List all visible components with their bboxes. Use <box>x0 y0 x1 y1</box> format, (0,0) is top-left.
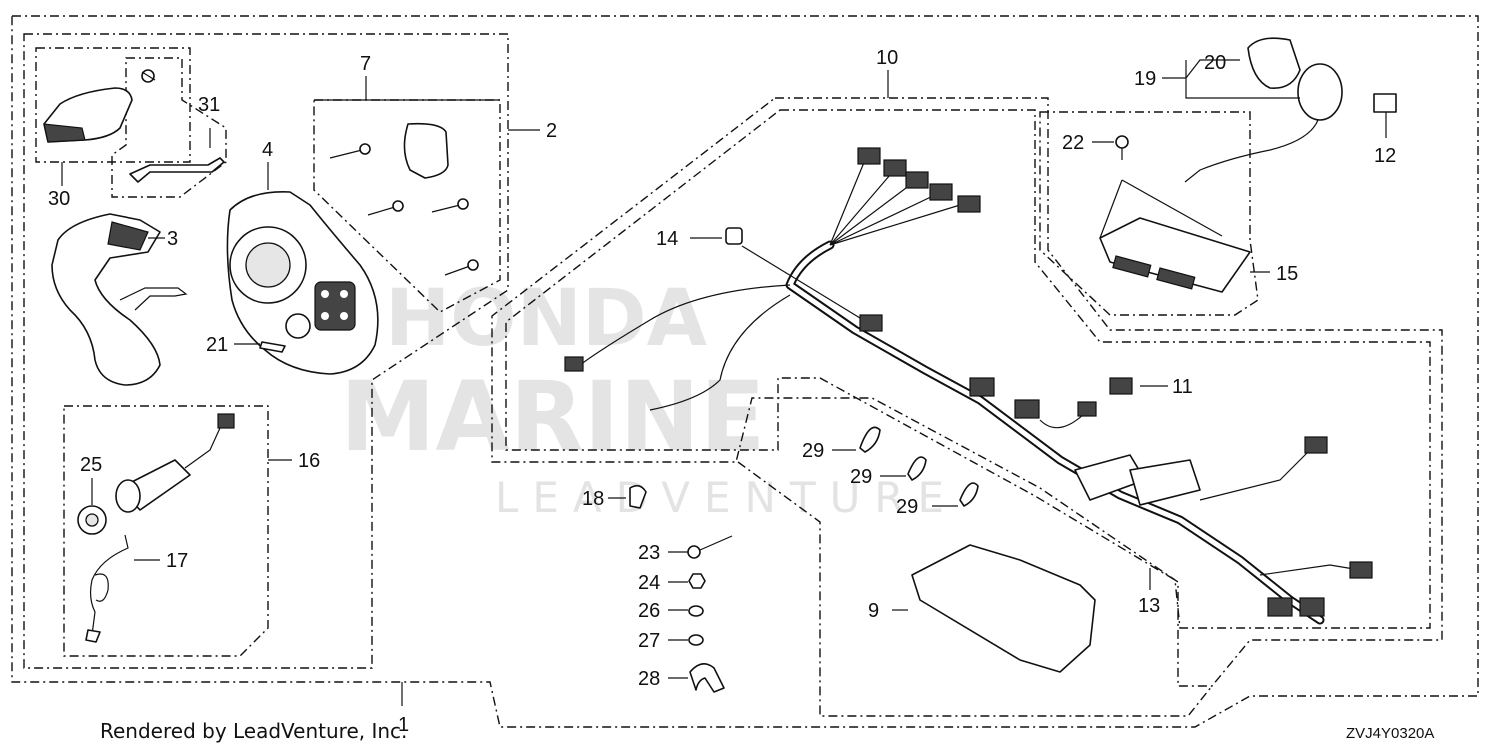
nut-part-24 <box>688 573 706 589</box>
group-frame-16 <box>63 405 269 657</box>
callout-15: 15 <box>1276 263 1298 285</box>
callout-19: 19 <box>1134 68 1156 90</box>
callout-16: 16 <box>298 450 320 472</box>
callout-23: 23 <box>638 542 660 564</box>
callout-3: 3 <box>167 228 178 250</box>
watermark-line3: LEADVENTURE <box>495 473 958 522</box>
group-frame-13 <box>505 109 1431 629</box>
callout-26: 26 <box>638 600 660 622</box>
callout-10: 10 <box>876 47 898 69</box>
callout-29-a: 29 <box>802 440 824 462</box>
bolt-part-23 <box>687 535 733 559</box>
callout-22: 22 <box>1062 132 1084 154</box>
callout-9: 9 <box>868 600 879 622</box>
bolt-part-22 <box>1115 135 1129 160</box>
clamp-part-28 <box>689 663 725 693</box>
callout-4: 4 <box>262 139 273 161</box>
callout-29-b: 29 <box>850 466 872 488</box>
bracket-part-31 <box>129 157 225 183</box>
callout-11: 11 <box>1172 376 1193 398</box>
lanyard-part-17 <box>85 534 129 643</box>
connector-part-11 <box>1109 377 1133 395</box>
cable-ties-part-29 <box>859 426 979 507</box>
grip-handle-part-3 <box>51 213 188 386</box>
coil-part-19 <box>1184 37 1343 183</box>
pin-part-21 <box>259 341 286 353</box>
callout-2: 2 <box>546 120 557 142</box>
control-housing-part-4 <box>226 191 379 375</box>
tray-part-9 <box>911 544 1096 673</box>
connector-part-12 <box>1373 93 1397 113</box>
callout-30: 30 <box>48 188 70 210</box>
watermark-line1: HONDA <box>385 274 707 364</box>
diagram-code: ZVJ4Y0320A <box>1346 725 1434 742</box>
group-frame-30 <box>35 47 191 163</box>
group-frame-2 <box>23 33 509 669</box>
ring-part-25 <box>77 505 107 535</box>
washer-part-27 <box>688 634 704 646</box>
callout-25: 25 <box>80 454 102 476</box>
leader-lines <box>61 59 1387 706</box>
wire-harness-part-10 <box>564 147 1373 625</box>
callouts: 1 2 3 4 7 9 10 11 12 13 14 15 16 17 18 1… <box>48 47 1396 736</box>
callout-20: 20 <box>1204 52 1226 74</box>
screw <box>141 69 156 83</box>
callout-7: 7 <box>360 53 371 75</box>
callout-31: 31 <box>198 94 220 116</box>
callout-12: 12 <box>1374 145 1396 167</box>
assembly-frame-1 <box>11 15 1479 728</box>
clip-part-18 <box>629 484 647 509</box>
callout-14: 14 <box>656 228 678 250</box>
group-frame-15 <box>1039 111 1259 316</box>
callout-13: 13 <box>1138 595 1160 617</box>
callout-28: 28 <box>638 668 660 690</box>
callout-18: 18 <box>582 488 604 510</box>
washer-part-26 <box>688 605 704 617</box>
footer-credit: Rendered by LeadVenture, Inc. <box>100 719 407 743</box>
callout-29-c: 29 <box>896 496 918 518</box>
ecu-part-15 <box>1099 217 1251 293</box>
switch-part-16 <box>115 413 235 513</box>
callout-27: 27 <box>638 630 660 652</box>
callout-1: 1 <box>398 714 409 736</box>
watermark: HONDA MARINE LEADVENTURE <box>340 274 958 522</box>
watermark-line2: MARINE <box>340 361 765 473</box>
callout-21: 21 <box>206 334 228 356</box>
callout-17: 17 <box>166 550 188 572</box>
clip-part-14 <box>725 227 743 245</box>
lid-part-30 <box>43 87 133 143</box>
bolt-kit-part-7 <box>329 122 479 276</box>
callout-24: 24 <box>638 572 660 594</box>
group-frame-31 <box>111 57 227 198</box>
